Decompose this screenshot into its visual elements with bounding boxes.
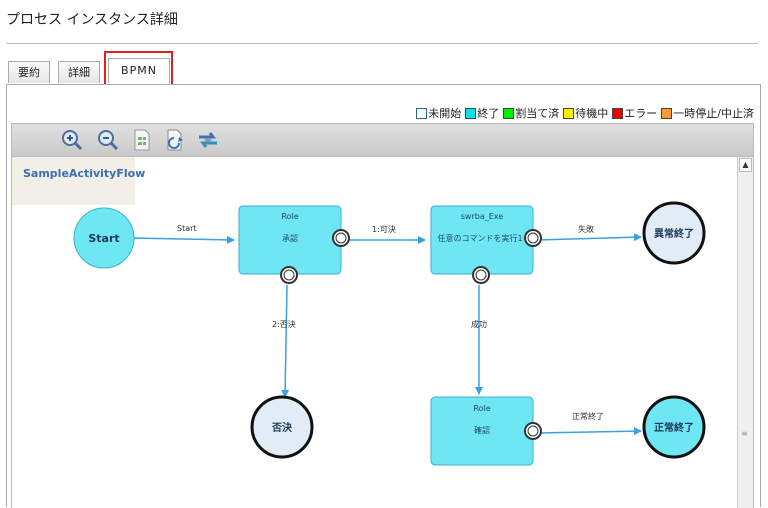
task-swrba-exe-port-bottom-inner (475, 269, 487, 281)
end-event-reject (250, 395, 314, 459)
edge-label-fail: 失敗 (578, 224, 594, 234)
edge-start-to-role (131, 235, 235, 244)
start-event-label: Start (88, 232, 119, 245)
end-event-abnormal (642, 201, 706, 265)
legend-swatch (465, 107, 477, 119)
tab-bpmn[interactable]: BPMN (108, 58, 170, 83)
edge-fail (536, 233, 642, 242)
task-swrba-exe-port-right (524, 229, 542, 247)
status-legend: 未開始 終了 割当て済 待機中 エラー 一時停止/中止済 (412, 105, 754, 121)
legend-label: 割当て済 (515, 107, 560, 120)
tab-details[interactable]: 詳細 (58, 61, 100, 83)
task-role-approve-port-bottom-inner (283, 269, 295, 281)
legend-not-started: 未開始 (416, 105, 461, 121)
legend-label: 終了 (477, 107, 500, 120)
page-title: プロセス インスタンス詳細 (6, 12, 178, 28)
task-swrba-exe-port-right-inner (527, 232, 539, 244)
task-swrba-exe-title: swrba_Exe (461, 212, 504, 221)
legend-label: 待機中 (575, 107, 609, 120)
refresh-icon[interactable] (164, 128, 188, 152)
legend-finished: 終了 (465, 105, 499, 121)
task-role-approve-port-right-inner (335, 232, 347, 244)
bpmn-diagram: Start 1:可決 失敗 2:否決 成功 正常終了 Start Role 承認… (73, 201, 706, 466)
diagram-canvas[interactable]: SampleActivityFlow Start 1:可決 失敗 2:否決 成功… (11, 157, 754, 508)
legend-suspended: 一時停止/中止済 (661, 105, 754, 121)
task-role-confirm-port-right (524, 422, 542, 440)
zoom-out-icon[interactable] (96, 128, 120, 152)
end-event-normal (642, 395, 706, 459)
task-role-approve-title: Role (281, 212, 298, 221)
bpmn-panel: 未開始 終了 割当て済 待機中 エラー 一時停止/中止済 (6, 84, 761, 508)
legend-swatch (503, 107, 515, 119)
zoom-in-icon[interactable] (60, 128, 84, 152)
legend-label: エラー (624, 107, 658, 120)
legend-swatch (612, 107, 624, 119)
task-role-confirm-port-right-inner (527, 425, 539, 437)
edge-label-start: Start (177, 224, 197, 233)
vertical-scrollbar[interactable]: ▲ ≡ (737, 157, 753, 508)
flow-name-label: SampleActivityFlow (12, 157, 145, 205)
edge-reject (281, 284, 290, 398)
end-event-normal-label: 正常終了 (654, 421, 694, 434)
edge-label-success: 成功 (471, 319, 487, 329)
legend-waiting: 待機中 (563, 105, 608, 121)
legend-error: エラー (612, 105, 657, 121)
task-role-confirm-name: 確認 (474, 425, 490, 435)
end-event-abnormal-label: 異常終了 (654, 227, 694, 240)
task-role-approve-port-bottom (280, 266, 298, 284)
tab-summary[interactable]: 要約 (8, 61, 50, 83)
title-divider (6, 43, 758, 44)
legend-swatch (661, 107, 673, 119)
task-swrba-exe-port-bottom (472, 266, 490, 284)
task-swrba-exe-name: 任意のコマンドを実行1 (437, 233, 522, 243)
edge-label-normal: 正常終了 (572, 411, 604, 421)
task-role-approve-port-right (332, 229, 350, 247)
reload-icon[interactable] (196, 128, 220, 152)
scroll-grip[interactable]: ≡ (741, 429, 748, 438)
export-document-icon[interactable] (130, 128, 154, 152)
legend-swatch (563, 107, 575, 119)
end-event-reject-label: 否決 (271, 421, 293, 434)
legend-label: 未開始 (428, 107, 462, 120)
legend-label: 一時停止/中止済 (673, 107, 754, 120)
legend-assigned: 割当て済 (503, 105, 559, 121)
edge-label-approve: 1:可決 (372, 224, 396, 234)
task-role-approve-name: 承認 (282, 233, 298, 243)
task-role-confirm-title: Role (473, 404, 490, 413)
scroll-up-button[interactable]: ▲ (739, 158, 752, 172)
edge-label-reject: 2:否決 (272, 319, 296, 329)
start-event (73, 207, 135, 269)
edge-normal-end (536, 427, 642, 436)
legend-swatch (416, 107, 428, 119)
diagram-toolbar (11, 123, 754, 157)
